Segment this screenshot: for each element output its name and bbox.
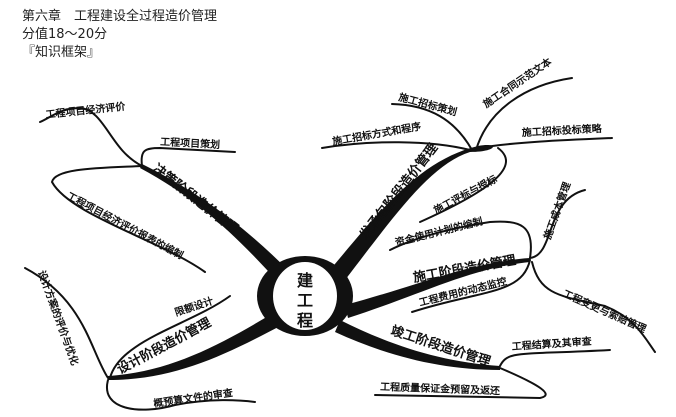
node-bid-strategy: 施工招标投标策略 <box>521 122 603 139</box>
node-settlement-review: 工程结算及其审查 <box>511 334 593 353</box>
branch-construction-line <box>345 258 530 318</box>
node-design-evaluation: 设计方案的评价与优化 <box>35 269 81 367</box>
node-project-planning: 工程项目策划 <box>160 135 221 151</box>
node-econ-report: 工程项目经济评价报表的编制 <box>65 189 186 262</box>
chapter-title: 第六章 工程建设全过程造价管理 <box>22 9 218 24</box>
node-cost-management: 施工成本管理 <box>541 180 574 241</box>
branch-decision-line <box>140 164 290 282</box>
node-budget-review: 概预算文件的审查 <box>153 386 235 410</box>
branch-label-decision: 决策阶段造价管理 <box>150 161 242 238</box>
node-bid-planning: 施工招标策划 <box>397 90 458 118</box>
node-quality-deposit: 工程质量保证金预留及返还 <box>380 380 501 397</box>
svg-text:程: 程 <box>297 311 313 330</box>
svg-text:工: 工 <box>297 291 313 310</box>
section-label: 『知识框架』 <box>22 45 101 60</box>
node-econ-eval: 工程项目经济评价 <box>45 100 127 121</box>
node-change-claims: 工程变更与索赔管理 <box>561 287 649 335</box>
sub-branch-lines <box>24 77 656 411</box>
node-limit-design: 限额设计 <box>173 294 215 319</box>
branch-label-bidding: 发承包阶段造价管理 <box>356 140 441 243</box>
branch-bidding-line <box>330 145 493 280</box>
branch-completion-line <box>335 320 500 370</box>
node-contract-template: 施工合同示范文本 <box>480 54 554 110</box>
svg-text:建: 建 <box>297 271 313 290</box>
score-range: 分值18～20分 <box>22 27 108 42</box>
node-bid-method: 施工招标方式和程序 <box>331 120 422 148</box>
node-bid-evaluation: 施工评标与授标 <box>431 172 499 216</box>
node-fund-plan: 资金使用计划的编制 <box>394 215 484 249</box>
center-logo: 建 工 程 <box>257 256 353 336</box>
branch-design-line <box>108 312 282 380</box>
